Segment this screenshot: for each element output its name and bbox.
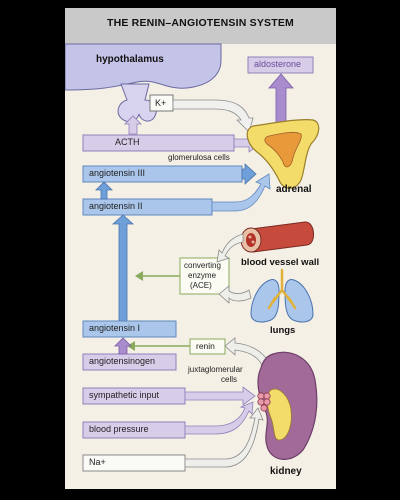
diagram-graphics [65, 43, 320, 472]
adrenal-label: adrenal [276, 184, 312, 195]
hypothalamus-shape [65, 43, 222, 91]
diagram-card: THE RENIN–ANGIOTENSIN SYSTEM [65, 8, 336, 489]
ace-label-line2: enzyme [188, 271, 217, 280]
adrenal-medulla-shape [264, 131, 302, 168]
blood-pressure-label: blood pressure [89, 424, 149, 434]
kidney-pelvis-shape [266, 388, 292, 441]
sympathetic-input-arrow [184, 386, 256, 406]
angiotensin-iii-label: angiotensin III [89, 168, 146, 178]
jg-cell-1 [257, 392, 265, 400]
ace-arrowhead [135, 271, 143, 281]
sympathetic-input-label: sympathetic input [89, 390, 160, 400]
blood-cell-2 [251, 240, 255, 244]
angiotensin-i-label: angiotensin I [89, 323, 141, 333]
aldosterone-box [247, 56, 314, 74]
aldosterone-arrow [268, 73, 294, 125]
jg-cell-4 [263, 398, 271, 406]
jg-cell-2 [263, 392, 271, 400]
jg-cell-3 [257, 398, 265, 406]
trachea-shape [267, 268, 297, 310]
juxtaglomerular-label-line2: cells [221, 375, 238, 384]
angiotensinogen-box [82, 353, 177, 371]
acth-label: ACTH [115, 137, 140, 147]
na-plus-arrow [184, 407, 264, 468]
k-plus-arrow [172, 99, 254, 133]
aldosterone-label: aldosterone [254, 59, 302, 69]
blood-pressure-arrow [184, 401, 254, 435]
kidney-label: kidney [270, 466, 302, 477]
blood-cell-1 [248, 235, 252, 239]
hypothalamus-label: hypothalamus [96, 54, 164, 65]
angiotensinogen-label: angiotensinogen [89, 356, 156, 366]
lungs-label: lungs [270, 325, 296, 336]
vessel-to-ace-arrow [216, 233, 244, 263]
blood-vessel-shape [250, 221, 314, 253]
diagram-title: THE RENIN–ANGIOTENSIN SYSTEM [106, 17, 295, 29]
angiotensin-ii-arrow [211, 173, 271, 212]
angiotensin-ii-label: angiotensin II [89, 201, 143, 211]
angiotensin-i-box [82, 320, 177, 338]
juxtaglomerular-label-line1: juxtaglomerular [188, 365, 243, 374]
ii-to-iii-arrow [95, 181, 113, 200]
angiotensin-iii-arrow [241, 163, 257, 185]
lung-right-shape [284, 279, 314, 323]
ace-box [179, 257, 230, 295]
blood-vessel-wall-label: blood vessel wall [241, 257, 320, 268]
angiotensinogen-up-arrow [114, 337, 132, 355]
na-plus-label: Na+ [89, 457, 106, 467]
blood-vessel-lumen-inner [246, 233, 256, 247]
k-plus-label: K+ [155, 98, 167, 108]
renin-label: renin [196, 341, 215, 351]
ace-label-line1: converting [184, 261, 221, 270]
pituitary-arrow-up [124, 115, 142, 135]
i-to-ii-arrow [111, 214, 135, 322]
lungs-to-ace-arrow [218, 285, 252, 304]
lung-left-shape [250, 279, 280, 323]
title-band: THE RENIN–ANGIOTENSIN SYSTEM [65, 8, 336, 44]
jg-cell-5 [260, 404, 268, 412]
glomerulosa-cells-label: glomerulosa cells [168, 153, 230, 162]
ace-label-line3: (ACE) [190, 281, 212, 290]
acth-box [82, 134, 235, 152]
